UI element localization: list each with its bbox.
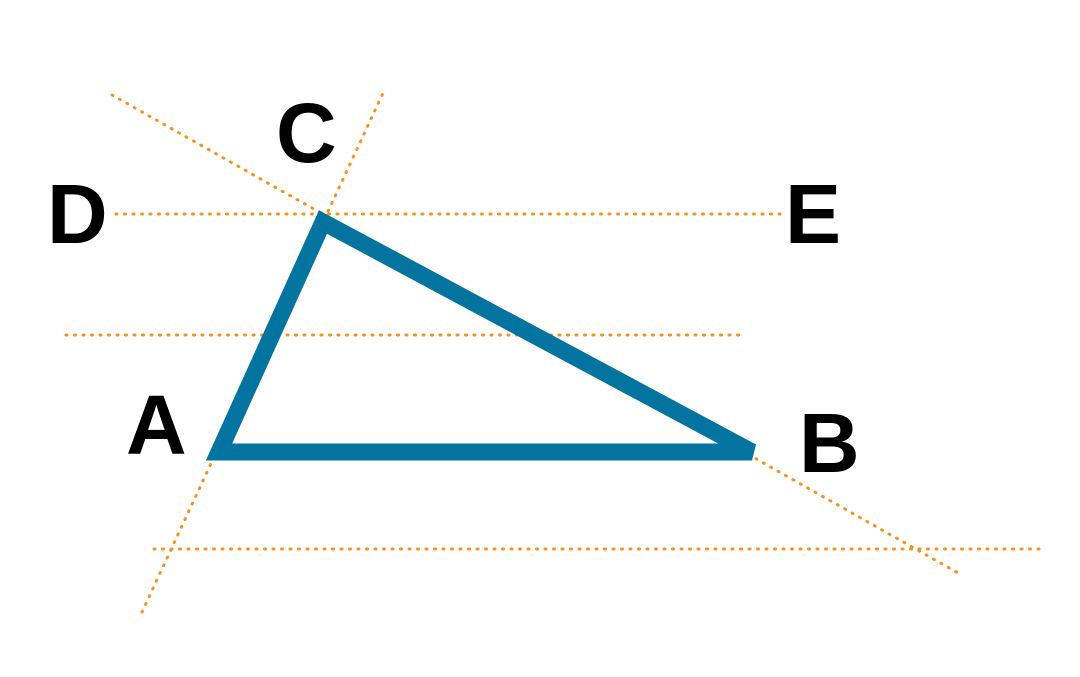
- label-a: A: [126, 378, 187, 472]
- label-c: C: [276, 86, 337, 180]
- label-b: B: [799, 396, 860, 490]
- label-e: E: [785, 167, 841, 261]
- triangle-abc: [205, 210, 757, 461]
- label-d: D: [47, 167, 108, 261]
- line-ac-extended: [140, 91, 385, 614]
